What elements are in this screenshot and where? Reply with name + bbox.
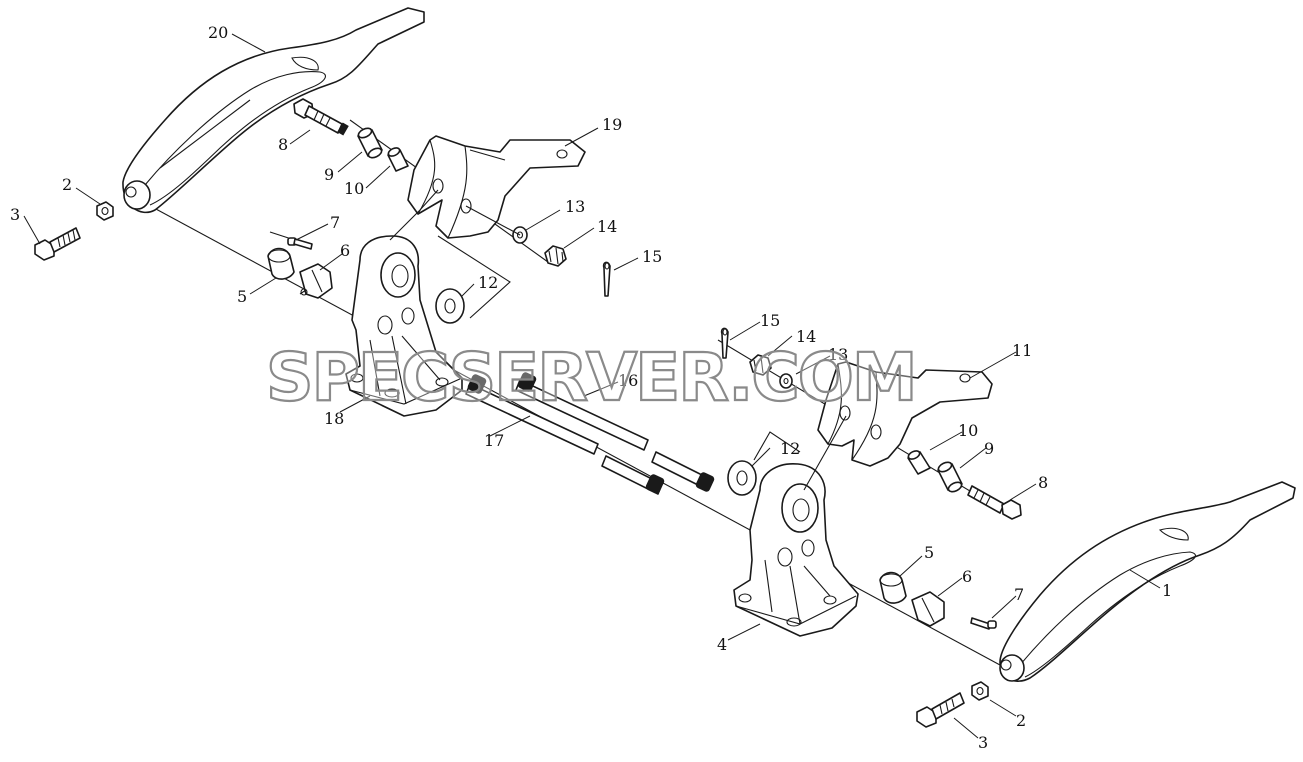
bolt-right xyxy=(916,692,965,728)
bracket-left xyxy=(407,135,586,239)
leader-lines xyxy=(23,33,1161,739)
castle-nut-right xyxy=(749,354,772,376)
callout-15-left: 15 xyxy=(642,247,662,266)
sleeve-right xyxy=(937,461,963,493)
torsion-bar-upper-rear xyxy=(651,451,715,492)
castle-nut-left xyxy=(544,245,567,267)
callout-12-right: 12 xyxy=(780,439,800,458)
callout-4: 4 xyxy=(717,635,727,654)
callout-20: 20 xyxy=(208,23,228,42)
callout-8-left: 8 xyxy=(278,135,288,154)
arm-left xyxy=(122,7,425,214)
watermark-text: SPECSERVER.COM xyxy=(266,339,916,416)
nut-right xyxy=(971,681,989,701)
callout-6-right: 6 xyxy=(962,567,972,586)
callout-17: 17 xyxy=(484,431,504,450)
callout-3-right: 3 xyxy=(978,733,988,752)
washer-right xyxy=(779,373,793,389)
callout-15-right: 15 xyxy=(760,311,780,330)
callout-1: 1 xyxy=(1162,581,1172,600)
pin-bolt-left xyxy=(293,98,349,136)
spacer-left xyxy=(387,147,409,172)
callout-12-left: 12 xyxy=(478,273,498,292)
callout-14-left: 14 xyxy=(597,217,617,236)
cotter-pin-right xyxy=(720,327,729,359)
callout-7-left: 7 xyxy=(330,213,340,232)
callout-10-left: 10 xyxy=(344,179,364,198)
support-left xyxy=(345,235,463,417)
bushing-left xyxy=(267,247,295,280)
bushing-right xyxy=(879,571,907,604)
callout-5-right: 5 xyxy=(924,543,934,562)
bolt-left xyxy=(34,227,81,261)
assembly-guides xyxy=(389,189,847,491)
callout-8-right: 8 xyxy=(1038,473,1048,492)
callout-16: 16 xyxy=(618,371,638,390)
callout-11: 11 xyxy=(1012,341,1032,360)
large-washer-right xyxy=(727,460,757,496)
arm-right xyxy=(999,481,1296,682)
cotter-pin-left xyxy=(602,261,611,297)
callout-7-right: 7 xyxy=(1014,585,1024,604)
callout-6-left: 6 xyxy=(340,241,350,260)
torsion-bar-lower-rear xyxy=(601,455,665,495)
sleeve-left xyxy=(357,127,383,159)
callout-5-left: 5 xyxy=(237,287,247,306)
callout-2-right: 2 xyxy=(1016,711,1026,730)
callout-9-right: 9 xyxy=(984,439,994,458)
callout-18: 18 xyxy=(324,409,344,428)
callout-19: 19 xyxy=(602,115,622,134)
screw-left xyxy=(287,237,313,250)
callout-14-right: 14 xyxy=(796,327,816,346)
callout-10-right: 10 xyxy=(958,421,978,440)
callout-2-left: 2 xyxy=(62,175,72,194)
torsion-bar-upper xyxy=(515,372,649,451)
screw-right xyxy=(970,617,997,630)
torsion-bar-lower xyxy=(465,374,599,455)
callout-3-left: 3 xyxy=(10,205,20,224)
clamp-right xyxy=(911,591,945,627)
clamp-left xyxy=(299,263,333,299)
callout-13-right: 13 xyxy=(828,345,848,364)
callout-9-left: 9 xyxy=(324,165,334,184)
large-washer-left xyxy=(435,288,465,324)
support-right xyxy=(733,463,859,637)
callout-13-left: 13 xyxy=(565,197,585,216)
nut-left xyxy=(96,201,114,221)
pin-bolt-right xyxy=(967,485,1022,520)
spacer-right xyxy=(907,450,931,475)
callout-labels: 20 2 3 5 6 7 8 9 10 19 13 14 15 12 18 17… xyxy=(10,23,1172,752)
